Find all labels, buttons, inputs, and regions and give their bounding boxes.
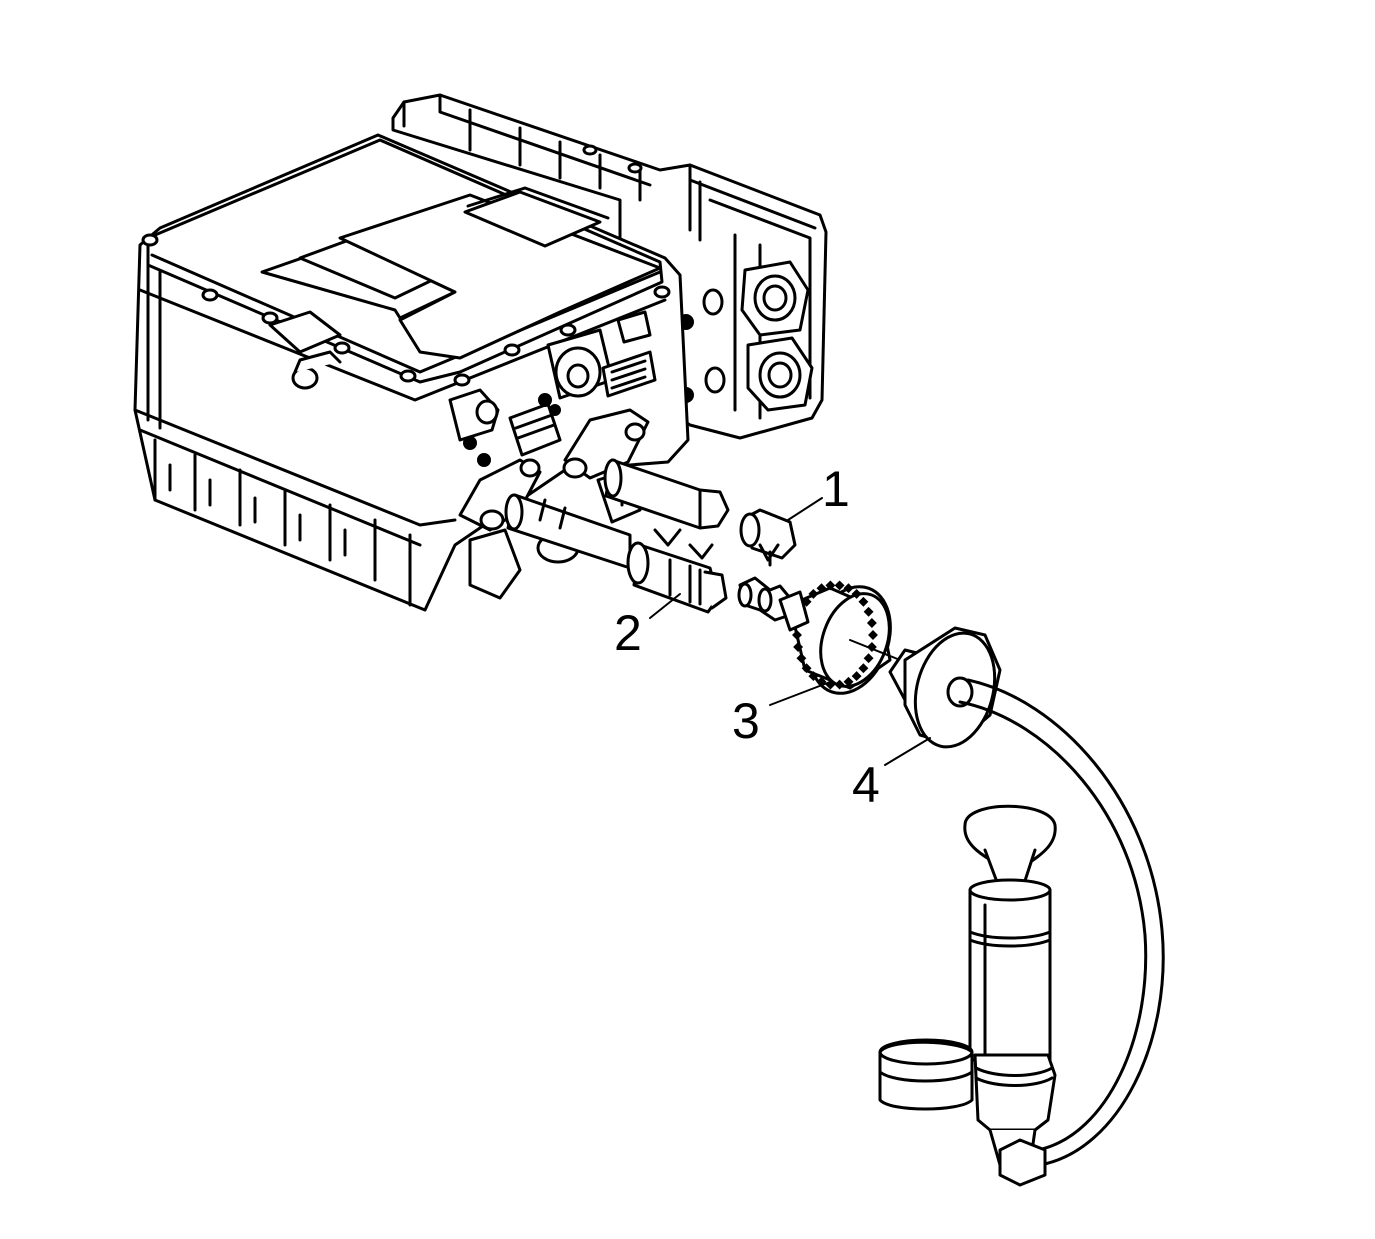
coolant-port-seal bbox=[739, 508, 797, 567]
knurl-tooth bbox=[792, 630, 802, 640]
knurl-tooth bbox=[851, 588, 862, 599]
callout-label-2: 2 bbox=[614, 605, 642, 661]
coolant-hose-fitting bbox=[504, 458, 730, 570]
callout-label-1: 1 bbox=[822, 461, 850, 517]
knurl-tooth bbox=[863, 606, 874, 617]
knurl-tooth bbox=[816, 583, 827, 594]
knurl-tooth bbox=[858, 663, 869, 674]
knurl-tooth bbox=[834, 580, 845, 591]
knurl-tooth bbox=[851, 671, 862, 682]
knurl-tooth bbox=[796, 653, 807, 664]
callout-1: 1 bbox=[787, 461, 850, 521]
knurl-tooth bbox=[858, 596, 869, 607]
tester-hose bbox=[966, 678, 1165, 1167]
coolant-port-adapter bbox=[626, 528, 792, 622]
callout-label-4: 4 bbox=[852, 757, 880, 813]
knurled-adapter-cap bbox=[778, 580, 906, 695]
knurl-tooth bbox=[843, 676, 854, 687]
knurl-tooth bbox=[808, 671, 819, 682]
callout-label-3: 3 bbox=[732, 693, 760, 749]
knurl-tooth bbox=[843, 583, 854, 594]
pressure-tester-pump bbox=[878, 804, 1057, 1187]
knurl-tooth bbox=[808, 588, 819, 599]
housing-bolts bbox=[141, 144, 671, 387]
knurl-tooth bbox=[866, 618, 877, 628]
knurl-tooth bbox=[793, 642, 804, 652]
callout-3: 3 bbox=[732, 681, 831, 749]
pressure-tester-adapter bbox=[888, 626, 1002, 749]
callout-4: 4 bbox=[852, 737, 931, 813]
knurl-tooth bbox=[863, 653, 874, 664]
inverter-module bbox=[133, 93, 828, 612]
knurl-tooth bbox=[825, 580, 836, 591]
knurl-tooth bbox=[801, 663, 812, 674]
knurl-tooth bbox=[868, 630, 878, 640]
callout-2: 2 bbox=[614, 593, 681, 661]
knurl-tooth bbox=[834, 679, 845, 690]
